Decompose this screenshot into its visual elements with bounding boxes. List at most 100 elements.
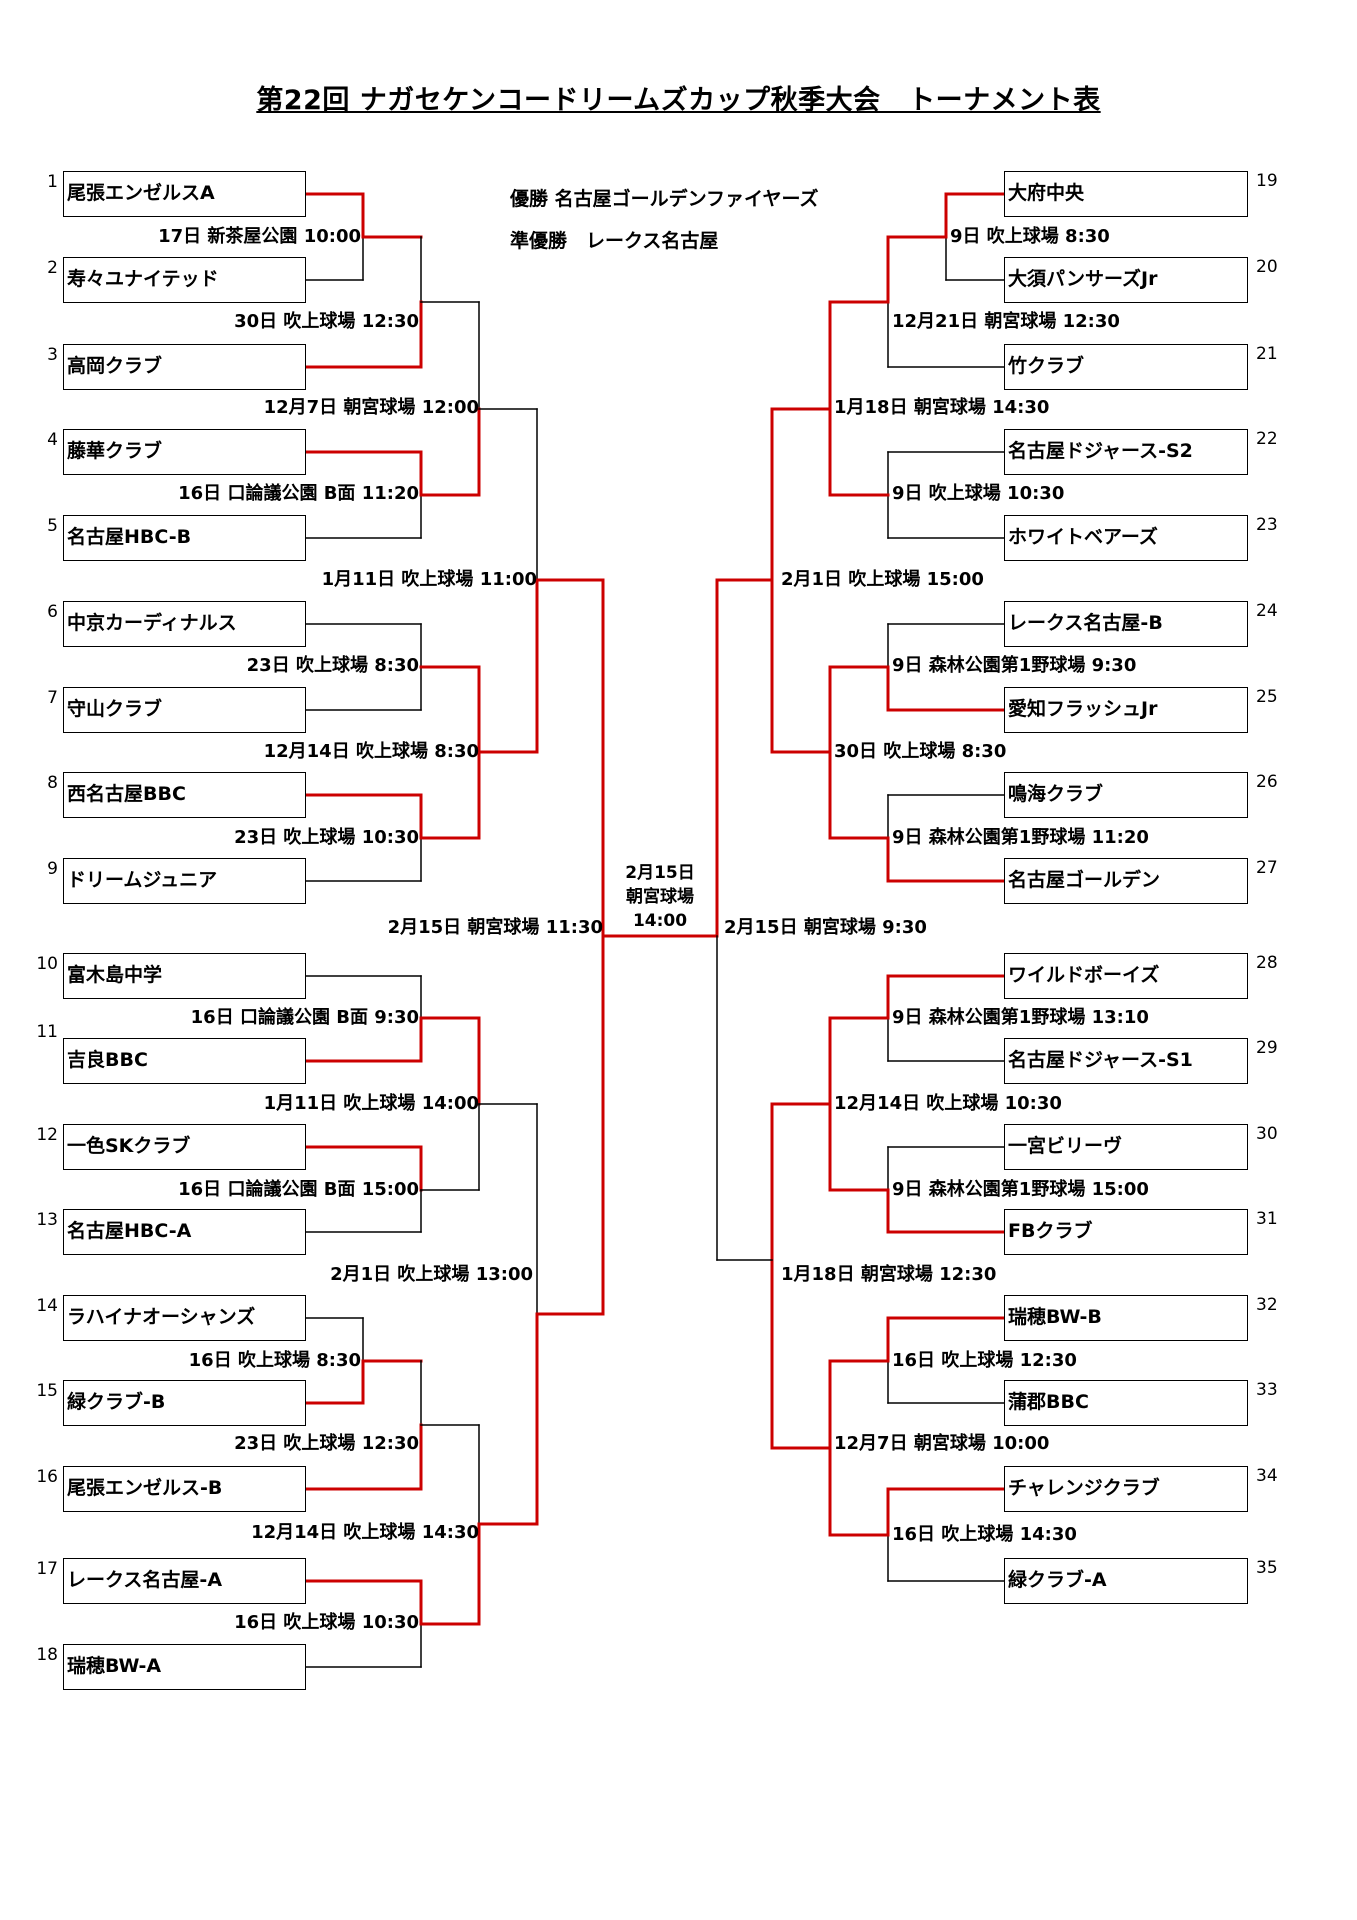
match-label: 23日 吹上球場 8:30 (246, 655, 419, 676)
match-label: 12月7日 朝宮球場 10:00 (834, 1433, 1050, 1454)
match-label: 23日 吹上球場 12:30 (234, 1433, 419, 1454)
match-label: 9日 森林公園第1野球場 9:30 (892, 655, 1137, 676)
team-box: 竹クラブ (1004, 344, 1248, 390)
team-box: 名古屋ドジャース-S2 (1004, 429, 1248, 475)
seed-number: 11 (36, 1022, 58, 1042)
match-label: 12月21日 朝宮球場 12:30 (892, 311, 1120, 332)
team-box: 名古屋ドジャース-S1 (1004, 1038, 1248, 1084)
seed-number: 24 (1256, 601, 1278, 621)
team-box: 高岡クラブ (63, 344, 306, 390)
team-box: 緑クラブ-B (63, 1380, 306, 1426)
seed-number: 18 (36, 1645, 58, 1665)
seed-number: 29 (1256, 1038, 1278, 1058)
seed-number: 14 (36, 1296, 58, 1316)
seed-number: 3 (47, 345, 58, 365)
seed-number: 21 (1256, 344, 1278, 364)
team-box: 尾張エンゼルス-B (63, 1466, 306, 1512)
seed-number: 31 (1256, 1209, 1278, 1229)
seed-number: 27 (1256, 858, 1278, 878)
match-label: 9日 森林公園第1野球場 15:00 (892, 1179, 1149, 1200)
seed-number: 10 (36, 954, 58, 974)
match-label: 9日 森林公園第1野球場 11:20 (892, 827, 1149, 848)
seed-number: 12 (36, 1125, 58, 1145)
team-box: 愛知フラッシュJr (1004, 687, 1248, 733)
team-box: 鳴海クラブ (1004, 772, 1248, 818)
team-box: ワイルドボーイズ (1004, 953, 1248, 999)
seed-number: 19 (1256, 171, 1278, 191)
team-box: 一色SKクラブ (63, 1124, 306, 1170)
seed-number: 26 (1256, 772, 1278, 792)
team-box: 緑クラブ-A (1004, 1558, 1248, 1604)
seed-number: 20 (1256, 257, 1278, 277)
match-label: 2月15日 朝宮球場 9:30 (724, 917, 927, 938)
match-label: 1月18日 朝宮球場 14:30 (834, 397, 1050, 418)
team-box: ドリームジュニア (63, 858, 306, 904)
seed-number: 8 (47, 773, 58, 793)
team-box: 蒲郡BBC (1004, 1380, 1248, 1426)
seed-number: 7 (47, 688, 58, 708)
match-label: 1月18日 朝宮球場 12:30 (781, 1264, 997, 1285)
team-box: ホワイトベアーズ (1004, 515, 1248, 561)
match-label: 9日 吹上球場 8:30 (950, 226, 1110, 247)
match-label: 1月11日 吹上球場 14:00 (263, 1093, 479, 1114)
seed-number: 34 (1256, 1466, 1278, 1486)
team-box: 西名古屋BBC (63, 772, 306, 818)
match-label: 17日 新茶屋公園 10:00 (158, 226, 361, 247)
seed-number: 17 (36, 1559, 58, 1579)
match-label: 9日 吹上球場 10:30 (892, 483, 1065, 504)
match-label: 12月7日 朝宮球場 12:00 (263, 397, 479, 418)
results-summary: 優勝 名古屋ゴールデンファイヤーズ 準優勝 レークス名古屋 (510, 178, 819, 262)
team-box: 寿々ユナイテッド (63, 257, 306, 303)
team-box: FBクラブ (1004, 1209, 1248, 1255)
team-box: 大須パンサーズJr (1004, 257, 1248, 303)
seed-number: 23 (1256, 515, 1278, 535)
seed-number: 16 (36, 1467, 58, 1487)
match-label: 2月15日 朝宮球場 11:30 (387, 917, 603, 938)
team-box: 吉良BBC (63, 1038, 306, 1084)
match-label: 12月14日 吹上球場 8:30 (263, 741, 479, 762)
team-box: 名古屋HBC-B (63, 515, 306, 561)
team-box: 一宮ビリーヴ (1004, 1124, 1248, 1170)
seed-number: 2 (47, 258, 58, 278)
match-label: 12月14日 吹上球場 10:30 (834, 1093, 1062, 1114)
seed-number: 32 (1256, 1295, 1278, 1315)
match-label: 9日 森林公園第1野球場 13:10 (892, 1007, 1149, 1028)
winner-text: 優勝 名古屋ゴールデンファイヤーズ (510, 188, 819, 210)
team-box: 名古屋HBC-A (63, 1209, 306, 1255)
page-title: 第22回 ナガセケンコードリームズカップ秋季大会 トーナメント表 (256, 85, 1101, 116)
match-label: 16日 吹上球場 14:30 (892, 1524, 1077, 1545)
match-label: 12月14日 吹上球場 14:30 (251, 1522, 479, 1543)
team-box: レークス名古屋-B (1004, 601, 1248, 647)
match-label: 2月1日 吹上球場 13:00 (330, 1264, 533, 1285)
team-box: チャレンジクラブ (1004, 1466, 1248, 1512)
match-label: 30日 吹上球場 12:30 (234, 311, 419, 332)
seed-number: 6 (47, 602, 58, 622)
seed-number: 33 (1256, 1380, 1278, 1400)
seed-number: 9 (47, 859, 58, 879)
match-label: 16日 吹上球場 12:30 (892, 1350, 1077, 1371)
team-box: ラハイナオーシャンズ (63, 1295, 306, 1341)
seed-number: 22 (1256, 429, 1278, 449)
seed-number: 15 (36, 1381, 58, 1401)
runner-up-text: 準優勝 レークス名古屋 (510, 230, 719, 252)
final-time: 14:00 (632, 911, 688, 931)
team-box: レークス名古屋-A (63, 1558, 306, 1604)
seed-number: 28 (1256, 953, 1278, 973)
match-label: 23日 吹上球場 10:30 (234, 827, 419, 848)
team-box: 尾張エンゼルスA (63, 171, 306, 217)
final-venue: 朝宮球場 (626, 887, 694, 907)
match-label: 30日 吹上球場 8:30 (834, 741, 1007, 762)
match-label: 2月1日 吹上球場 15:00 (781, 569, 984, 590)
team-box: 名古屋ゴールデン (1004, 858, 1248, 904)
team-box: 藤華クラブ (63, 429, 306, 475)
seed-number: 30 (1256, 1124, 1278, 1144)
match-label: 16日 吹上球場 8:30 (188, 1350, 361, 1371)
seed-number: 4 (47, 430, 58, 450)
match-label: 16日 口論議公園 B面 9:30 (190, 1007, 419, 1028)
team-box: 大府中央 (1004, 171, 1248, 217)
match-label: 16日 口論議公園 B面 15:00 (178, 1179, 419, 1200)
team-box: 瑞穂BW-B (1004, 1295, 1248, 1341)
seed-number: 1 (47, 172, 58, 192)
